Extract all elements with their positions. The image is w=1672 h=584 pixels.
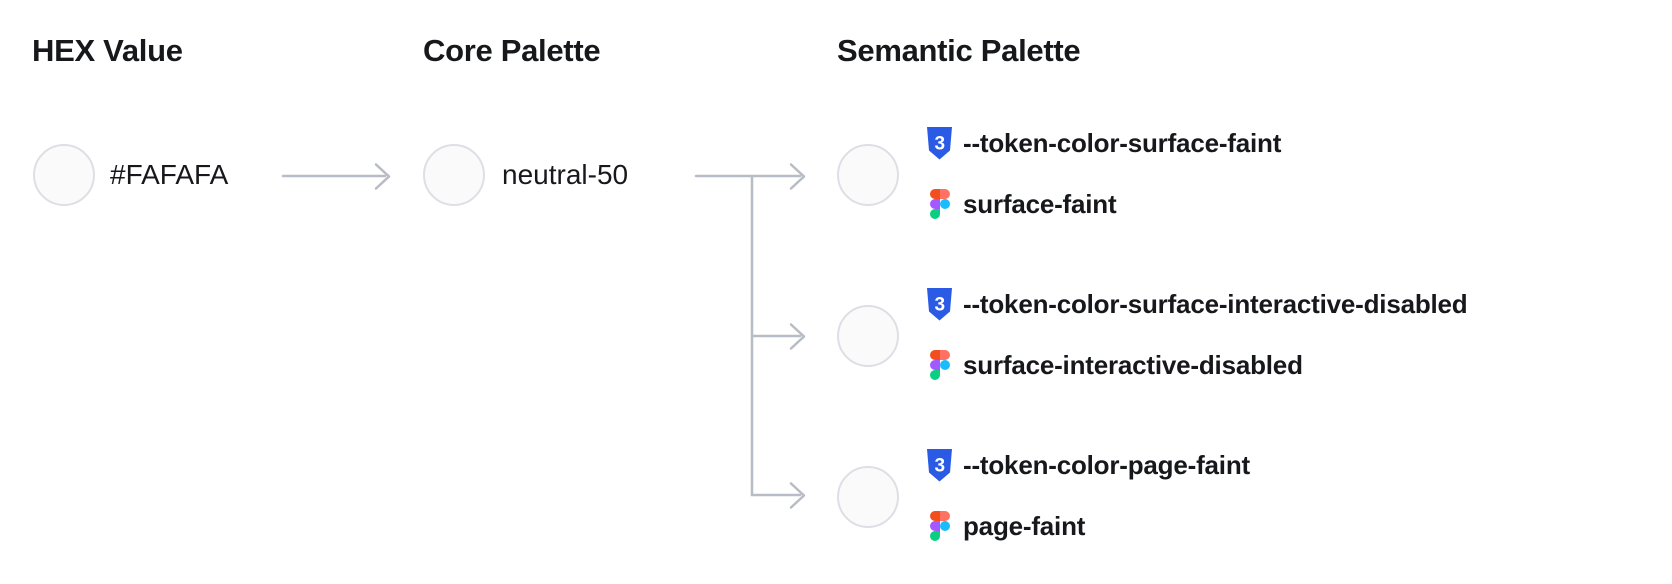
hex-value-header: HEX Value (32, 33, 183, 68)
core-palette-header: Core Palette (423, 33, 601, 68)
hex-color-swatch (33, 144, 95, 206)
figma-logo-icon (926, 186, 953, 222)
css-token-label: --token-color-page-faint (963, 450, 1250, 480)
core-token-label: neutral-50 (502, 159, 629, 190)
figma-token-label: page-faint (963, 511, 1086, 541)
figma-token-label: surface-faint (963, 189, 1117, 219)
semantic-color-swatch (837, 144, 899, 206)
figma-token-line: surface-interactive-disabled (926, 347, 1557, 383)
semantic-token-row: 3 --token-color-page-faint page-faint (837, 447, 1557, 544)
hex-to-core-arrow-head (374, 163, 391, 190)
css3-badge-icon: 3 (926, 447, 953, 483)
figma-token-label: surface-interactive-disabled (963, 350, 1303, 380)
svg-text:3: 3 (935, 455, 946, 476)
css-token-label: --token-color-surface-interactive-disabl… (963, 289, 1468, 319)
figma-logo-icon (926, 508, 953, 544)
branch-2-arrow-head (789, 323, 806, 350)
css-token-line: 3 --token-color-page-faint (926, 447, 1557, 483)
css-token-label: --token-color-surface-faint (963, 128, 1282, 158)
css3-badge-icon: 3 (926, 125, 953, 161)
branch-3-arrow-head (789, 482, 806, 509)
core-color-swatch (423, 144, 485, 206)
css-token-line: 3 --token-color-surface-interactive-disa… (926, 286, 1557, 322)
branch-1-arrow-head (789, 163, 806, 190)
svg-text:3: 3 (935, 294, 946, 315)
semantic-color-swatch (837, 305, 899, 367)
semantic-color-swatch (837, 466, 899, 528)
figma-logo-icon (926, 347, 953, 383)
semantic-token-row: 3 --token-color-surface-faint surface-fa… (837, 125, 1557, 222)
svg-text:3: 3 (935, 133, 946, 154)
css3-badge-icon: 3 (926, 286, 953, 322)
hex-value-label: #FAFAFA (110, 159, 229, 190)
semantic-palette-header: Semantic Palette (837, 33, 1081, 68)
semantic-token-row: 3 --token-color-surface-interactive-disa… (837, 286, 1557, 383)
figma-token-line: page-faint (926, 508, 1557, 544)
figma-token-line: surface-faint (926, 186, 1557, 222)
css-token-line: 3 --token-color-surface-faint (926, 125, 1557, 161)
